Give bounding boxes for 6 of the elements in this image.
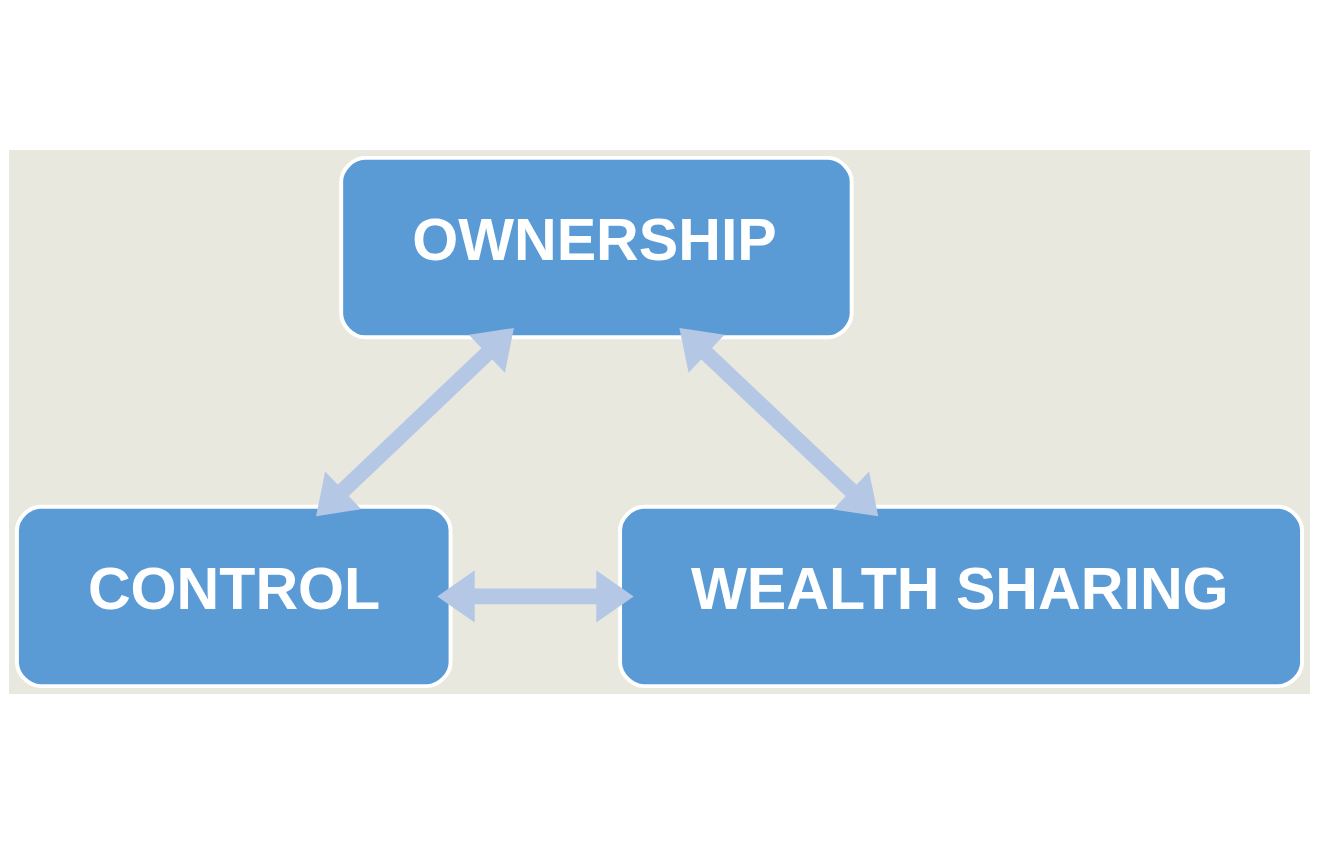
node-box: OWNERSHIP	[339, 155, 854, 340]
node-box: WEALTH SHARING	[618, 504, 1304, 689]
arrow	[679, 328, 879, 517]
arrow	[316, 327, 514, 517]
arrow	[437, 570, 634, 623]
node-box: CONTROL	[14, 504, 453, 689]
